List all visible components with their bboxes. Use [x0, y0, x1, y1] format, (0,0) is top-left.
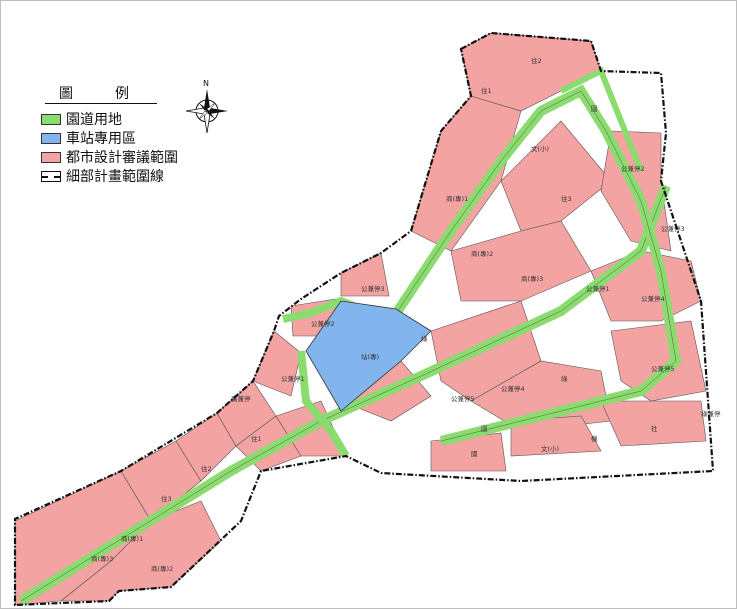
zone-label: 公兼停5	[451, 394, 475, 403]
zone-label: 公兼停2	[311, 319, 335, 328]
park-road-station-west	[297, 350, 350, 459]
zone-label: 文(小)	[531, 144, 549, 153]
zone-label: 園	[591, 105, 598, 113]
zone-label: 商(專)1	[446, 194, 468, 203]
compass-north-label: N	[203, 79, 209, 88]
zone-label: 商(專)3	[91, 554, 113, 563]
zone-label: 住3	[161, 494, 172, 503]
zone-label: 公兼停1	[586, 284, 610, 293]
zone-label: 商(專)3	[521, 274, 543, 283]
compass-star-icon	[185, 89, 228, 134]
station-zone-label: 站(專)	[361, 352, 379, 361]
zone-label: 綠	[561, 374, 568, 383]
zone-southeast-b	[600, 400, 707, 447]
zone-label: 廣兼停	[231, 394, 251, 403]
zone-label: 商(專)2	[151, 564, 173, 573]
zone-label: 公兼停3	[361, 284, 385, 293]
station-special-zone	[305, 300, 432, 412]
zone-label: 商(專)1	[121, 534, 143, 543]
zone-label: 綠兼停	[701, 409, 721, 418]
zone-label: 公兼停4	[641, 294, 665, 303]
legend-label-park-road: 園道用地	[66, 112, 122, 128]
zone-label: 住2	[531, 56, 542, 65]
zone-label: 綠	[421, 334, 428, 343]
zone-label: 文(小)	[541, 444, 559, 453]
zone-label: 公兼停5	[651, 364, 675, 373]
zone-label: 公兼停4	[501, 384, 525, 393]
zone-east-c	[610, 320, 707, 402]
zone-label: 住3	[561, 194, 572, 203]
zone-label-layer: 住1 住2 住3 商(專)1 商(專)2 商(專)3 公兼停1 公兼停2 公兼停3 公兼停4 公兼停…	[91, 56, 721, 573]
legend-label-boundary: 細部計畫範圍線	[66, 169, 164, 185]
zone-label: 公兼停3	[661, 224, 685, 233]
zone-label: 園	[481, 425, 488, 433]
zone-label: 社	[651, 424, 658, 433]
legend-title-rule	[45, 103, 157, 104]
zone-label: 國	[471, 450, 478, 458]
zone-label: 機	[591, 434, 598, 443]
park-road-diagonal-south-edge	[20, 185, 667, 602]
plan-boundary-line	[13, 31, 715, 607]
park-road-swatch	[41, 113, 61, 125]
legend-item-urban-design: 都市設計審議範圍	[41, 149, 178, 166]
urban-design-swatch	[41, 151, 61, 163]
legend-label-urban-design: 都市設計審議範圍	[66, 150, 178, 166]
park-road-north-loop-edge	[390, 90, 677, 442]
compass-rose-icon: N	[184, 79, 230, 134]
zone-label: 住1	[251, 434, 262, 443]
zone-center-north	[500, 120, 612, 232]
zone-label: 住2	[201, 464, 212, 473]
station-swatch	[41, 132, 61, 144]
zone-label: 住1	[481, 86, 492, 95]
legend-item-station: 車站專用區	[41, 130, 136, 147]
zone-label: 公兼停2	[621, 164, 645, 173]
zone-label: 公兼停1	[281, 374, 305, 383]
legend-item-park-road: 園道用地	[41, 111, 122, 128]
boundary-swatch	[41, 170, 61, 182]
legend-title: 圖 例	[59, 86, 143, 102]
legend-label-station: 車站專用區	[66, 131, 136, 147]
zone-label: 商(專)2	[471, 249, 493, 258]
legend-item-boundary: 細部計畫範圍線	[41, 168, 164, 185]
zone-south-east-d	[510, 415, 602, 457]
